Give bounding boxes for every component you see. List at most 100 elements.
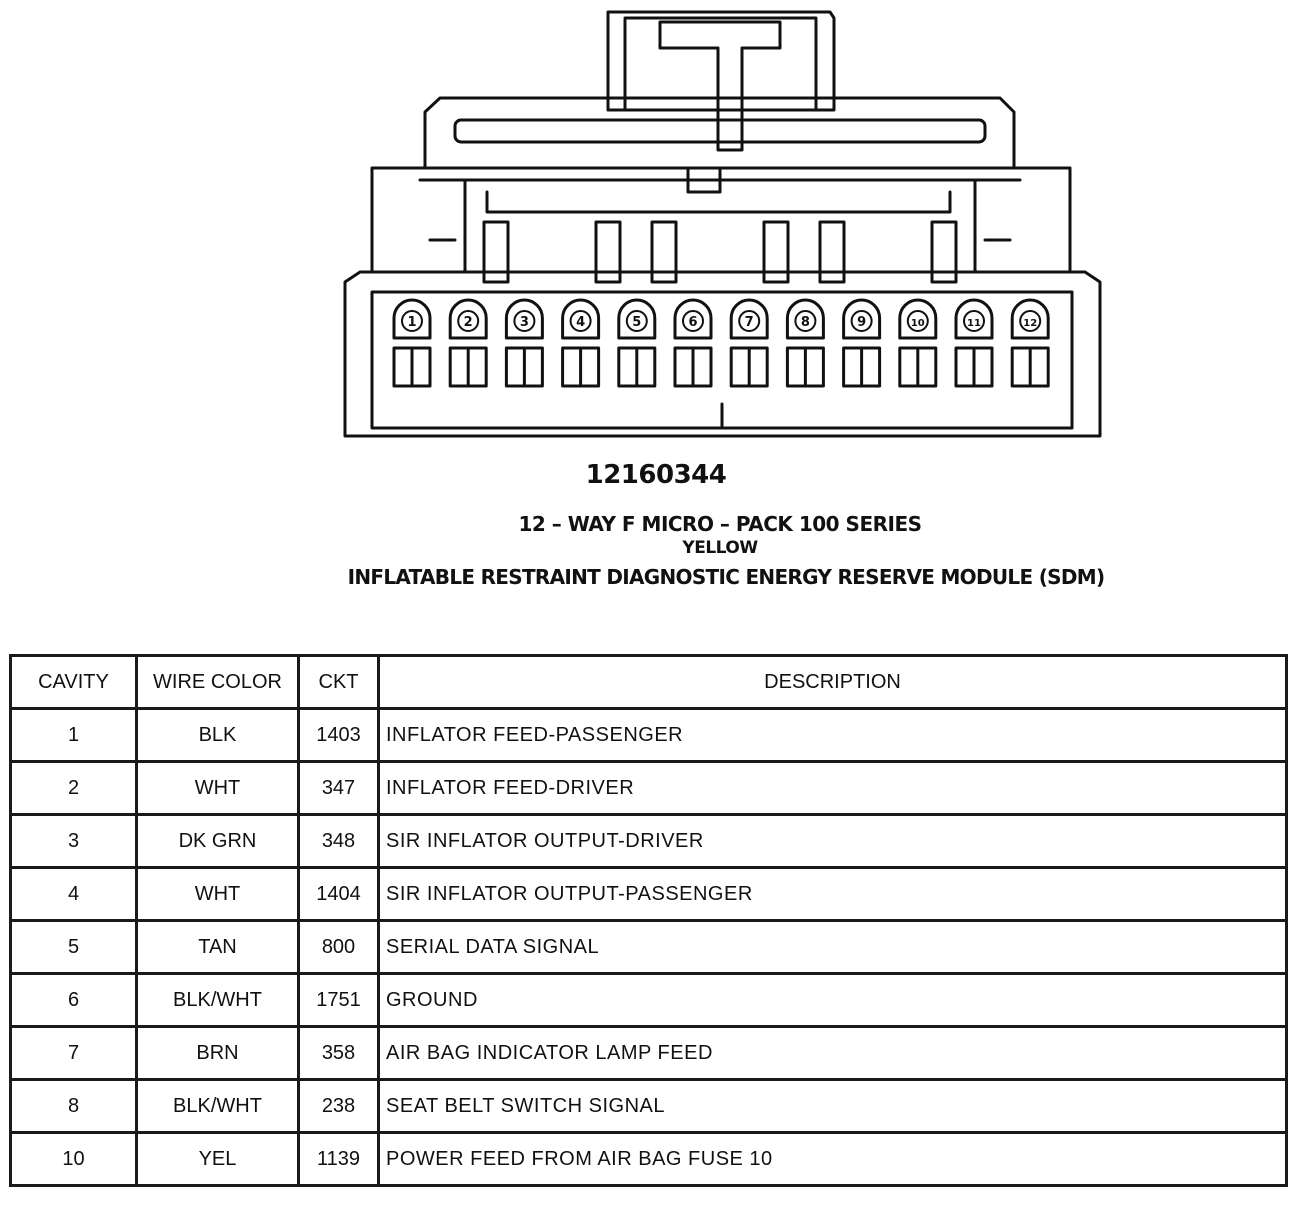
cavity-number: 12 [1023,318,1037,329]
table-row: 2 WHT 347 INFLATOR FEED-DRIVER [9,760,1288,816]
connector-latch [606,10,836,152]
cell-ckt: 800 [297,919,380,975]
connector-upper-housing [370,96,1072,274]
cell-ckt: 358 [297,1025,380,1081]
cavity-number: 10 [911,318,925,329]
cell-ckt: 1403 [297,707,380,763]
cavity-number: 5 [632,315,641,330]
connector-body [343,270,1102,438]
cell-wire-color: WHT [135,760,300,816]
cell-ckt: 1139 [297,1131,380,1187]
cavity-number: 11 [967,318,981,329]
cavity-arch [673,298,713,340]
cavity-arch [617,298,657,340]
cell-cavity: 7 [9,1025,138,1081]
cell-description: AIR BAG INDICATOR LAMP FEED [377,1025,1288,1081]
cell-cavity: 5 [9,919,138,975]
cell-wire-color: BLK/WHT [135,1078,300,1134]
cavity-number: 7 [745,315,754,330]
table-row: 3 DK GRN 348 SIR INFLATOR OUTPUT-DRIVER [9,813,1288,869]
cavity-number-ring [457,310,480,332]
cavity-arch [842,298,882,340]
cell-description: SIR INFLATOR OUTPUT-DRIVER [377,813,1288,869]
cell-ckt: 1404 [297,866,380,922]
cavity-arch [954,298,994,340]
header-cavity: CAVITY [9,654,138,710]
cell-description: GROUND [377,972,1288,1028]
table-header-row: CAVITY WIRE COLOR CKT DESCRIPTION [9,654,1288,710]
cell-cavity: 1 [9,707,138,763]
cell-cavity: 6 [9,972,138,1028]
cavity-number-ring [1019,310,1042,332]
table-row: 5 TAN 800 SERIAL DATA SIGNAL [9,919,1288,975]
cavity-arch [448,298,488,340]
cavity-7: 7 [729,298,769,388]
connector-posts [482,220,958,284]
cavity-number-ring [906,310,929,332]
table-row: 4 WHT 1404 SIR INFLATOR OUTPUT-PASSENGER [9,866,1288,922]
cell-ckt: 1751 [297,972,380,1028]
cavity-arch [392,298,432,340]
cell-wire-color: BLK/WHT [135,972,300,1028]
cell-wire-color: BLK [135,707,300,763]
cavity-6: 6 [673,298,713,388]
cavity-number: 4 [576,315,585,330]
cell-cavity: 3 [9,813,138,869]
cavity-4: 4 [561,298,601,388]
cell-description: INFLATOR FEED-DRIVER [377,760,1288,816]
cavity-2: 2 [448,298,488,388]
cavity-arch [729,298,769,340]
cavity-number-ring [513,310,536,332]
cavity-number-ring [850,310,873,332]
header-description: DESCRIPTION [377,654,1288,710]
cavity-number-ring [569,310,592,332]
cell-description: INFLATOR FEED-PASSENGER [377,707,1288,763]
cell-description: SEAT BELT SWITCH SIGNAL [377,1078,1288,1134]
cell-description: SERIAL DATA SIGNAL [377,919,1288,975]
cavity-number-ring [625,310,648,332]
cavity-number: 6 [688,315,697,330]
cavity-number-ring [794,310,817,332]
cavity-number: 3 [520,315,529,330]
cavity-arch [504,298,544,340]
cell-wire-color: YEL [135,1131,300,1187]
cavity-3: 3 [504,298,544,388]
cavity-10: 10 [898,298,938,388]
cavity-number: 1 [407,315,416,330]
cavity-11: 11 [954,298,994,388]
cell-description: SIR INFLATOR OUTPUT-PASSENGER [377,866,1288,922]
table-row: 7 BRN 358 AIR BAG INDICATOR LAMP FEED [9,1025,1288,1081]
cavity-arch [561,298,601,340]
cell-wire-color: BRN [135,1025,300,1081]
table-row: 6 BLK/WHT 1751 GROUND [9,972,1288,1028]
cell-wire-color: WHT [135,866,300,922]
table-row: 1 BLK 1403 INFLATOR FEED-PASSENGER [9,707,1288,763]
cell-ckt: 238 [297,1078,380,1134]
cell-cavity: 4 [9,866,138,922]
cavity-number: 2 [464,315,473,330]
header-wire-color: WIRE COLOR [135,654,300,710]
cell-ckt: 348 [297,813,380,869]
cell-cavity: 10 [9,1131,138,1187]
cavity-number: 9 [857,315,866,330]
cell-wire-color: TAN [135,919,300,975]
cavity-arch [898,298,938,340]
cavity-number-ring [963,310,985,332]
cavity-number-ring [682,310,704,332]
cell-description: POWER FEED FROM AIR BAG FUSE 10 [377,1131,1288,1187]
cavity-number-ring [738,310,761,332]
cavity-9: 9 [842,298,882,388]
cell-ckt: 347 [297,760,380,816]
cavity-arch [1010,298,1050,340]
cell-cavity: 2 [9,760,138,816]
cavity-12: 12 [1010,298,1050,388]
part-number: 12160344 [585,460,727,490]
cavity-5: 5 [617,298,657,388]
connector-series: 12 – WAY F MICRO – PACK 100 SERIES [518,512,922,536]
pinout-table: CAVITY WIRE COLOR CKT DESCRIPTION 1 BLK … [9,654,1288,1187]
cavity-8: 8 [785,298,825,388]
table-row: 8 BLK/WHT 238 SEAT BELT SWITCH SIGNAL [9,1078,1288,1134]
cell-cavity: 8 [9,1078,138,1134]
